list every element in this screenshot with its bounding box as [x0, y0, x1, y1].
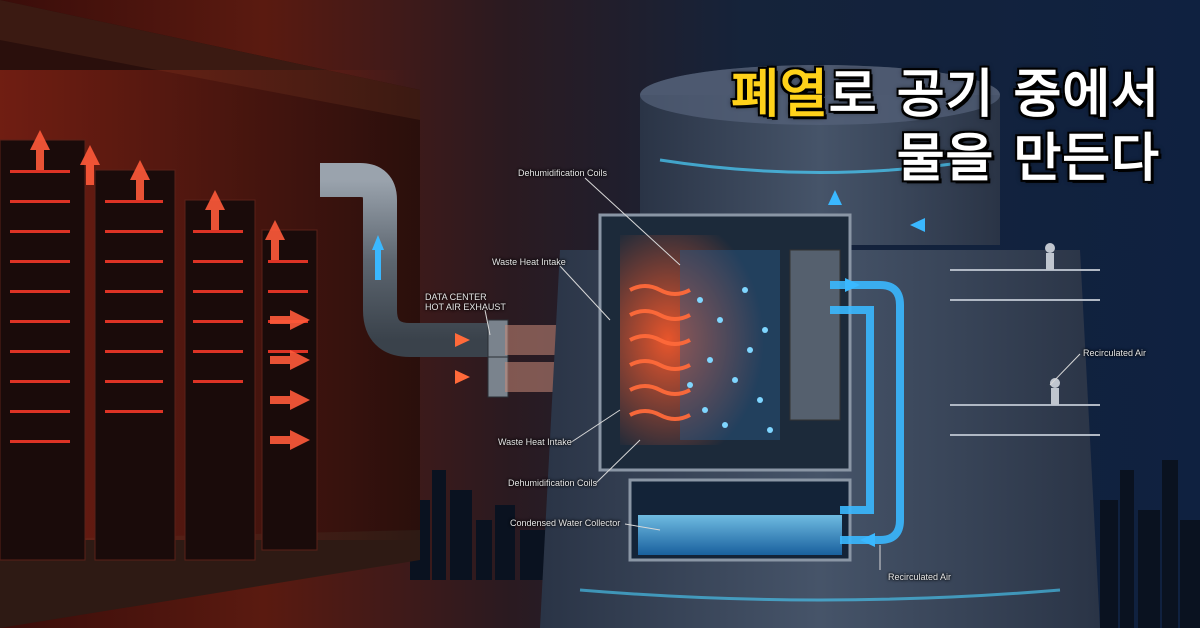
label-data-center-line1: DATA CENTER — [425, 292, 487, 302]
recirculated-air-pipe — [830, 281, 904, 544]
platform — [950, 269, 1100, 436]
worker-figure — [1045, 243, 1060, 405]
label-condensed-water-collector: Condensed Water Collector — [510, 518, 621, 528]
headline-line-2: 물을 만든다 — [896, 129, 1160, 189]
data-center-room — [0, 0, 420, 628]
dehumidification-chamber — [598, 213, 852, 472]
label-dehumidification-coils-top: Dehumidification Coils — [518, 168, 608, 178]
hot-air-arrow — [30, 130, 310, 450]
headline-text: 로 공기 중에서 — [828, 65, 1160, 125]
label-data-center-line2: HOT AIR EXHAUST — [425, 302, 506, 312]
condensed-water-collector — [628, 478, 852, 562]
headline-line-1: 폐열로 공기 중에서 — [731, 52, 1160, 127]
label-data-center-exhaust: DATA CENTER HOT AIR EXHAUST — [425, 292, 506, 312]
leader-line — [484, 177, 1081, 570]
label-waste-heat-intake-top: Waste Heat Intake — [492, 257, 566, 267]
cool-air-arrow — [828, 190, 925, 547]
water-droplet — [687, 287, 773, 433]
rack-status-lights — [10, 170, 308, 443]
label-recirculated-air-right: Recirculated Air — [1083, 348, 1147, 358]
heat-coil — [629, 284, 691, 421]
headline-highlight: 폐열 — [731, 65, 829, 125]
label-dehumidification-coils-bottom: Dehumidification Coils — [508, 478, 598, 488]
label-waste-heat-intake-bottom: Waste Heat Intake — [498, 437, 572, 447]
label-recirculated-air-bottom: Recirculated Air — [888, 572, 952, 582]
